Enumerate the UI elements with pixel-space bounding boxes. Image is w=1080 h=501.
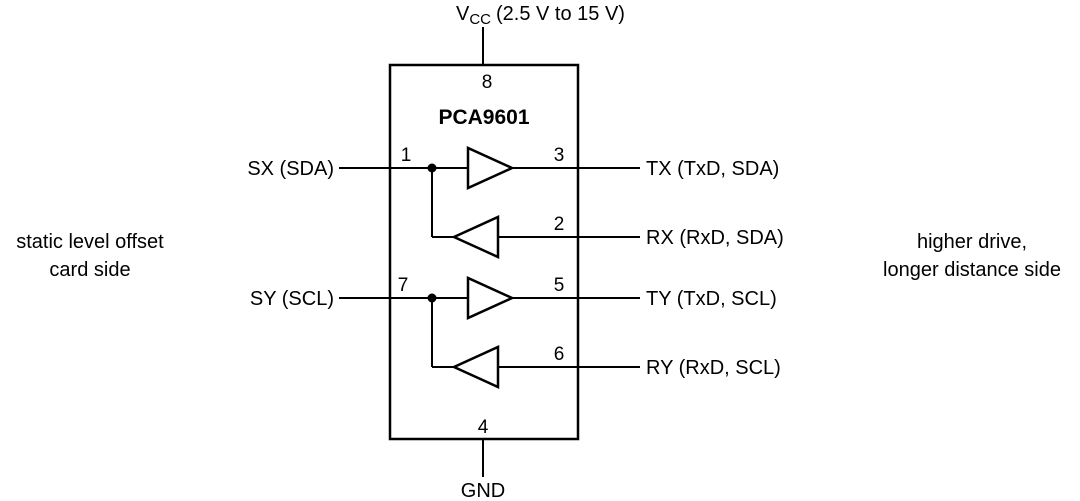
sx-pin-label: SX (SDA) xyxy=(247,158,334,180)
pin-6-number: 6 xyxy=(554,344,565,365)
sy-to-ty-buffer-icon xyxy=(466,276,516,320)
sy-pin-label: SY (SCL) xyxy=(250,288,334,310)
vcc-symbol: V xyxy=(456,3,470,25)
sx-to-tx-buffer-icon xyxy=(466,146,516,190)
right-side-note-line2: longer distance side xyxy=(883,259,1061,281)
pin-2-number: 2 xyxy=(554,214,565,235)
left-side-note-line1: static level offset xyxy=(16,231,164,253)
pin-3-number: 3 xyxy=(554,145,565,166)
pin-5-number: 5 xyxy=(554,275,565,296)
gnd-label: GND xyxy=(461,480,505,501)
ry-to-sy-buffer-icon xyxy=(450,345,500,389)
chip-name: PCA9601 xyxy=(438,106,529,129)
rx-to-sx-buffer-icon xyxy=(450,215,500,259)
pin-4-number: 4 xyxy=(478,417,489,438)
vcc-label: VCC (2.5 V to 15 V) xyxy=(456,3,625,28)
vcc-range: (2.5 V to 15 V) xyxy=(496,3,625,25)
pin-1-number: 1 xyxy=(401,145,412,166)
ty-pin-label: TY (TxD, SCL) xyxy=(646,288,777,310)
sx-junction-dot xyxy=(427,163,437,173)
pin-8-number: 8 xyxy=(482,72,493,93)
sy-junction-dot xyxy=(427,293,437,303)
pin-7-number: 7 xyxy=(398,275,409,296)
rx-pin-label: RX (RxD, SDA) xyxy=(646,227,784,249)
ry-pin-label: RY (RxD, SCL) xyxy=(646,357,781,379)
right-side-note-line1: higher drive, xyxy=(917,231,1027,253)
left-side-note-line2: card side xyxy=(49,259,130,281)
tx-pin-label: TX (TxD, SDA) xyxy=(646,158,779,180)
vcc-subscript: CC xyxy=(469,11,491,28)
